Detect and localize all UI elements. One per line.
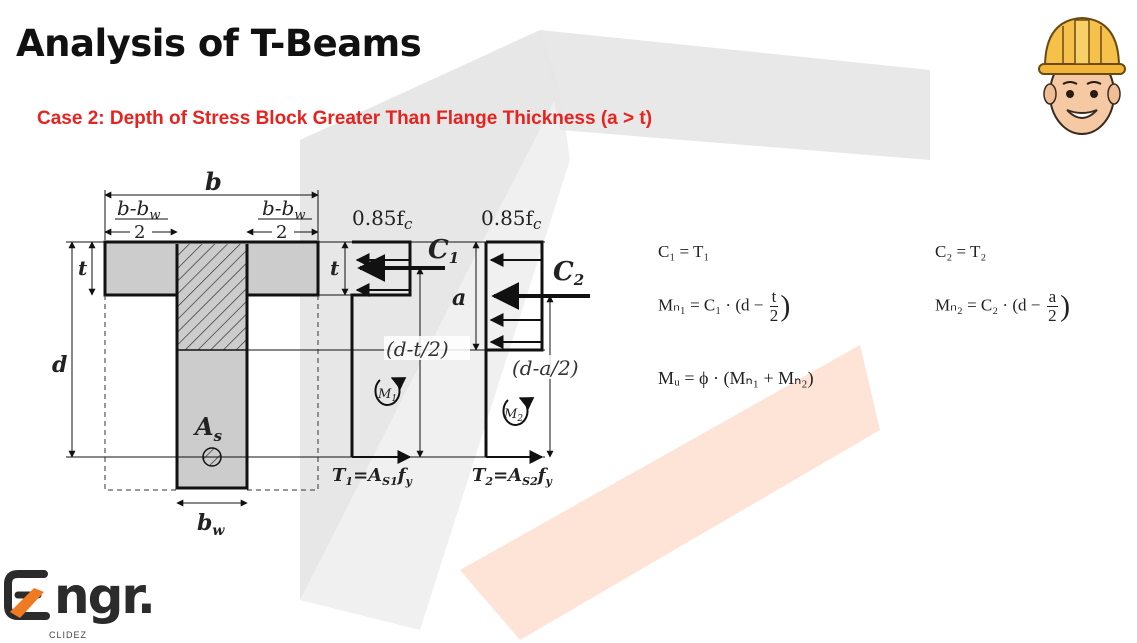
equation-c1-t1: C₁ = T₁ (658, 242, 710, 261)
stress-block-1 (350, 240, 412, 457)
equation-mn1-den: 2 (769, 306, 779, 325)
equation-mn1-num: t (769, 287, 779, 307)
watermark-gray-arm (540, 30, 930, 160)
t1-label: T1=AS1fy (332, 465, 413, 488)
t-label: t (78, 256, 88, 280)
c2-label: C2 (553, 257, 584, 289)
t-label-2: t (330, 256, 340, 280)
watermark-orange-band (460, 345, 880, 640)
t2-label: T2=AS2fy (472, 465, 553, 488)
a-label: a (452, 285, 466, 311)
c1-label: C1 (428, 235, 459, 267)
page-title: Analysis of T-Beams (16, 22, 422, 65)
equation-mn1-close: ) (780, 289, 791, 323)
equation-c2-t2: C₂ = T₂ (935, 242, 987, 261)
b-label: b (205, 167, 222, 196)
m1-label: M1 (377, 387, 397, 404)
equation-mn2-close: ) (1060, 289, 1071, 323)
logo-subtitle: CLIDEZ (49, 630, 88, 640)
as-label: As (193, 412, 223, 445)
logo-text: ngr. (54, 567, 156, 625)
hatched-web-zone (177, 244, 247, 350)
moment-2-arc (502, 397, 535, 426)
moment-1-arc (374, 377, 407, 406)
equation-mn2-num: a (1046, 287, 1059, 307)
bw-label: bw (197, 510, 225, 539)
d-t2-label: (d-t/2) (386, 337, 449, 361)
fc-label-1: 0.85fc (352, 206, 413, 233)
m2-label: M2 (503, 407, 523, 424)
d-a2-label: (d-a/2) (512, 356, 579, 380)
two-left: 2 (134, 222, 145, 243)
dashed-outline (104, 295, 319, 491)
equation-mn1-lhs: Mₙ₁ = C₁ · (d − (658, 295, 764, 315)
equation-mu: Mᵤ = ϕ · (Mₙ₁ + Mₙ₂) (658, 368, 814, 388)
fc-label-2: 0.85fc (481, 206, 542, 233)
equation-mn2-lhs: Mₙ₂ = C₂ · (d − (935, 295, 1041, 315)
equation-mn1: Mₙ₁ = C₁ · (d − t 2 ) (658, 288, 790, 325)
d-label: d (52, 352, 67, 378)
engineer-avatar-icon (1038, 16, 1126, 135)
b-minus-bw-right: b-bw (262, 196, 306, 223)
page-subtitle: Case 2: Depth of Stress Block Greater Th… (37, 108, 653, 129)
b-minus-bw-left: b-bw (117, 196, 161, 223)
equation-mn2-den: 2 (1048, 306, 1057, 325)
equation-mn2: Mₙ₂ = C₂ · (d − a 2 ) (935, 288, 1070, 325)
engr-logo-icon (4, 570, 50, 620)
two-right: 2 (276, 222, 287, 243)
